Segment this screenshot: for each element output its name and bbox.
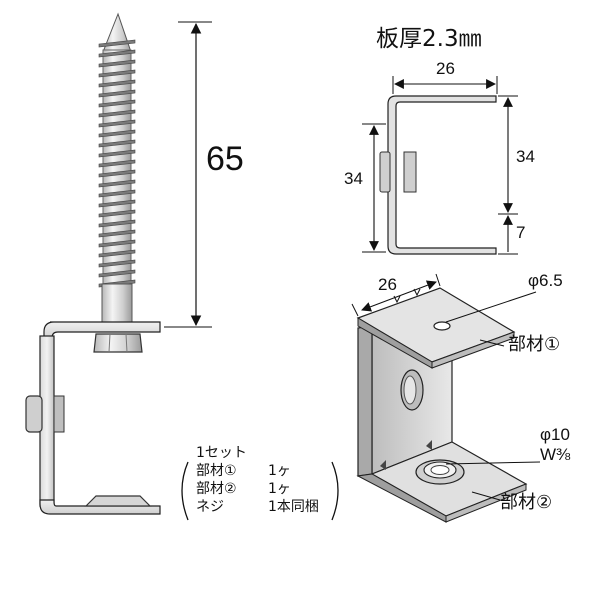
iso-hole-small	[433, 321, 451, 331]
screw-thread	[98, 149, 136, 158]
profile-view	[362, 76, 518, 255]
set-list-item-qty: 1本同梱	[268, 499, 319, 515]
bracket-bolt-head	[25, 395, 43, 433]
screw-thread	[98, 79, 136, 88]
screw-thread	[98, 89, 136, 98]
screw-thread	[98, 209, 136, 218]
screw-thread	[98, 269, 136, 278]
set-list-bracket-left	[181, 461, 189, 521]
part2-label: 部材②	[500, 492, 553, 513]
set-list-item-qty: 1ヶ	[268, 463, 291, 479]
iso-width-label: 26	[378, 275, 397, 294]
screw-thread	[98, 39, 136, 48]
screw-assembly	[91, 12, 143, 353]
screw-thread	[98, 259, 136, 268]
screw-thread	[98, 129, 136, 138]
dimension-65	[164, 21, 212, 328]
screw-thread	[98, 109, 136, 118]
screw-threads	[98, 39, 136, 288]
screw-nut	[93, 333, 143, 353]
lip-label: 7	[516, 223, 526, 242]
part1-label: 部材①	[508, 334, 561, 355]
bracket-bottom-plate	[39, 499, 161, 515]
screw-thread	[98, 229, 136, 238]
screw-thread	[98, 199, 136, 208]
hole-large-label: φ10	[540, 425, 570, 444]
profile-bolt-head	[379, 151, 391, 193]
set-list-item-qty: 1ヶ	[268, 481, 291, 497]
screw-thread	[98, 189, 136, 198]
set-list-bracket-right	[331, 461, 339, 521]
set-list-item-name: 部材②	[196, 481, 237, 497]
screw-thread	[98, 99, 136, 108]
thickness-label: 板厚2.3㎜	[376, 26, 482, 52]
screw-thread	[98, 159, 136, 168]
screw-thread	[98, 239, 136, 248]
set-list-item-name: 部材①	[196, 463, 237, 479]
screw-thread	[98, 249, 136, 258]
screw-length-label: 65	[206, 140, 244, 178]
screw-thread	[98, 59, 136, 68]
screw-thread	[98, 169, 136, 178]
set-list-title: 1セット	[196, 445, 247, 461]
set-list-item-name: ネジ	[196, 499, 224, 515]
screw-neck	[101, 283, 133, 325]
bracket-side-view	[25, 321, 161, 515]
hole-small-label: φ6.5	[528, 271, 563, 290]
bracket-bottom-nut	[84, 495, 152, 507]
thread-label: W⅜	[540, 445, 571, 464]
profile-bracket	[387, 95, 497, 255]
screw-shank	[102, 49, 132, 287]
screw-thread	[98, 179, 136, 188]
isometric-view	[351, 273, 541, 523]
left-height-label: 34	[344, 169, 363, 188]
screw-thread	[98, 139, 136, 148]
screw-thread	[98, 119, 136, 128]
screw-thread	[98, 219, 136, 228]
right-height-label: 34	[516, 147, 535, 166]
top-width-label: 26	[436, 59, 455, 78]
screw-thread	[98, 49, 136, 58]
screw-thread	[98, 69, 136, 78]
